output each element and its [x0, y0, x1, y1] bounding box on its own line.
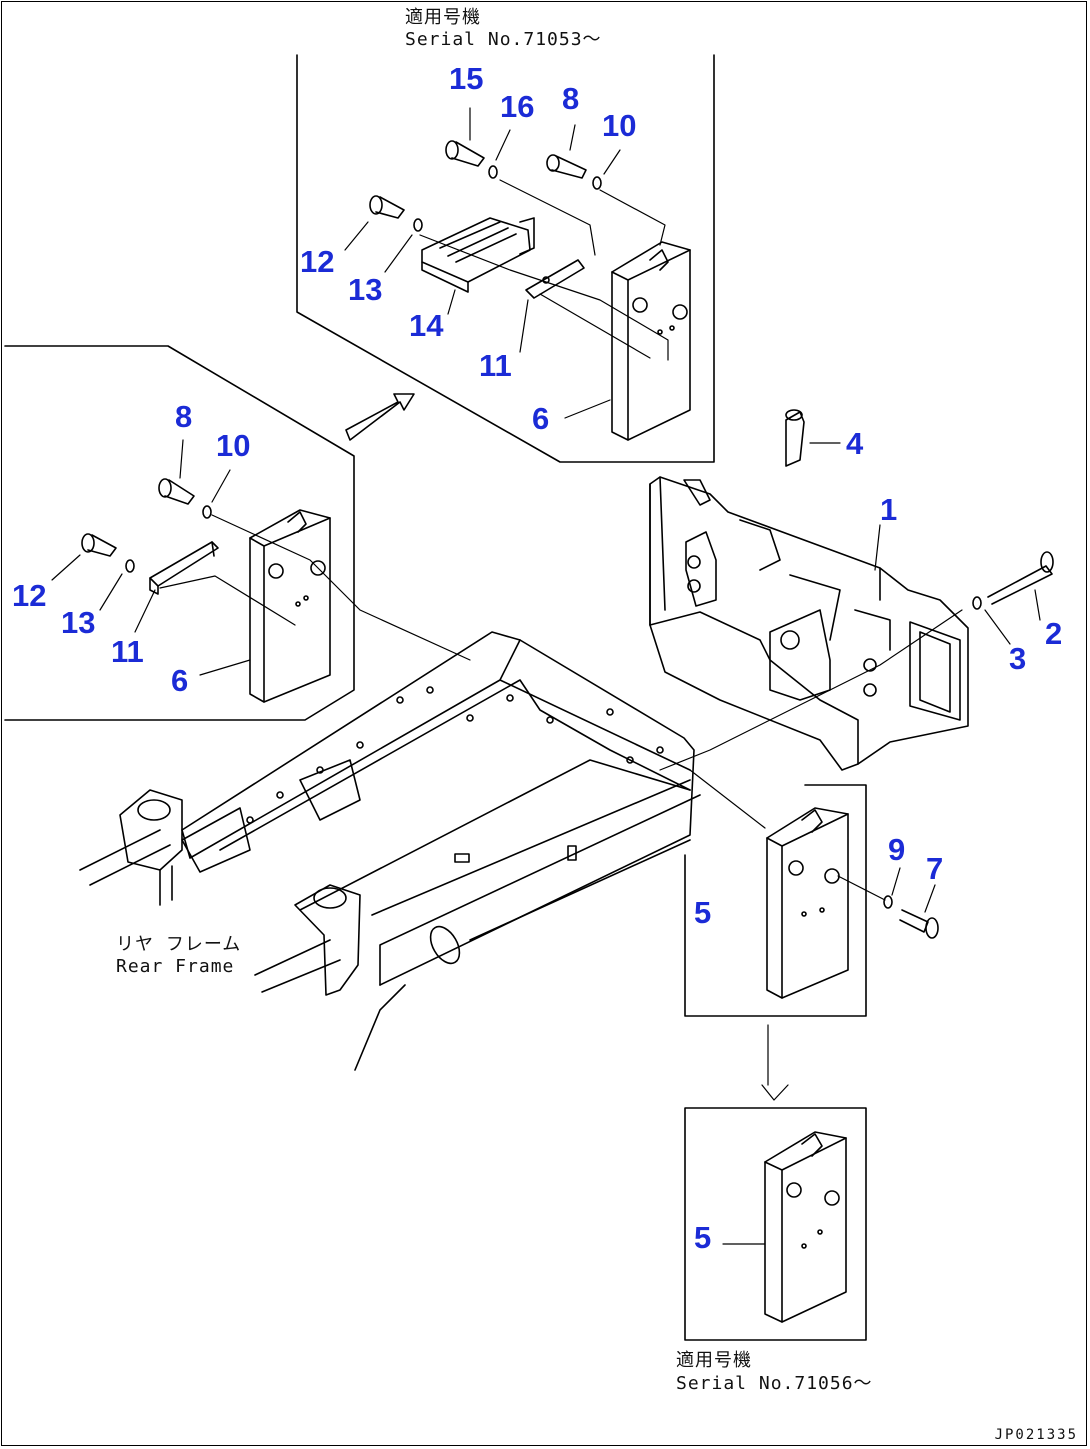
callout-11-left: 11: [111, 634, 144, 669]
top-plate-6: [611, 241, 691, 441]
left-bracket-11: [149, 541, 219, 595]
counterweight-1: [649, 476, 969, 771]
mid-washer-9: [883, 895, 893, 909]
callout-8-left: 8: [175, 399, 193, 434]
callout-8: 8: [562, 81, 580, 116]
direction-arrow: [345, 393, 415, 441]
mid-plate-5: [766, 807, 849, 999]
top-bracket-11: [525, 259, 585, 299]
callout-5-low: 5: [694, 1220, 712, 1255]
top-bolt-12: [369, 195, 405, 219]
callout-10: 10: [602, 108, 637, 143]
washer-3: [972, 596, 982, 610]
callout-4: 4: [846, 426, 864, 461]
left-plate-6: [249, 509, 331, 703]
callout-13: 13: [348, 272, 383, 307]
callout-11: 11: [479, 348, 512, 383]
left-bolt-12: [81, 533, 117, 557]
left-leaders: [51, 439, 471, 676]
callout-6: 6: [532, 401, 550, 436]
callout-10-left: 10: [216, 428, 251, 463]
rear-frame-label: Rear Frame: [116, 956, 235, 977]
left-washer-13: [125, 559, 135, 573]
callout-7: 7: [926, 851, 944, 886]
callout-12: 12: [300, 244, 335, 279]
callout-9: 9: [888, 832, 906, 867]
top-serial-note: Serial No.71053～: [405, 29, 602, 50]
top-bolt-8: [546, 154, 587, 179]
callout-6-left: 6: [171, 663, 189, 698]
inset-low-border: [684, 1107, 867, 1341]
callout-14: 14: [409, 308, 444, 343]
inset-top-border: [296, 54, 715, 463]
callout-13-left: 13: [61, 605, 96, 640]
bottom-serial-note-jp: 適用号機: [676, 1350, 752, 1371]
callout-3: 3: [1009, 641, 1027, 676]
callout-1: 1: [880, 492, 898, 527]
top-washer-13: [413, 218, 423, 232]
top-washer-10: [592, 176, 602, 190]
left-bolt-8: [158, 478, 195, 505]
top-bolt-15: [445, 140, 485, 167]
callout-2: 2: [1045, 616, 1063, 651]
top-clamp-14: [421, 217, 535, 293]
rear-frame: [79, 631, 701, 1071]
rear-frame-label-jp: リヤ フレーム: [116, 934, 242, 955]
left-washer-10: [202, 505, 212, 519]
mid-leaders: [689, 769, 936, 1101]
bolt-2: [987, 551, 1054, 605]
mid-bolt-7: [899, 909, 939, 939]
top-washer-16: [488, 165, 498, 179]
bottom-serial-note: Serial No.71056～: [676, 1373, 873, 1394]
top-serial-note-jp: 適用号機: [405, 7, 481, 28]
callout-12-left: 12: [12, 578, 47, 613]
callout-5-mid: 5: [694, 895, 712, 930]
low-plate-5: [764, 1131, 847, 1323]
main-leaders: [659, 442, 1041, 771]
drawing-id: JP021335: [994, 1427, 1078, 1443]
inset-mid-border: [684, 784, 867, 1017]
callout-16: 16: [500, 89, 535, 124]
callout-15: 15: [449, 61, 484, 96]
lifting-pin-4: [785, 409, 805, 467]
top-leaders: [344, 107, 669, 419]
inset-left-border: [4, 345, 355, 721]
